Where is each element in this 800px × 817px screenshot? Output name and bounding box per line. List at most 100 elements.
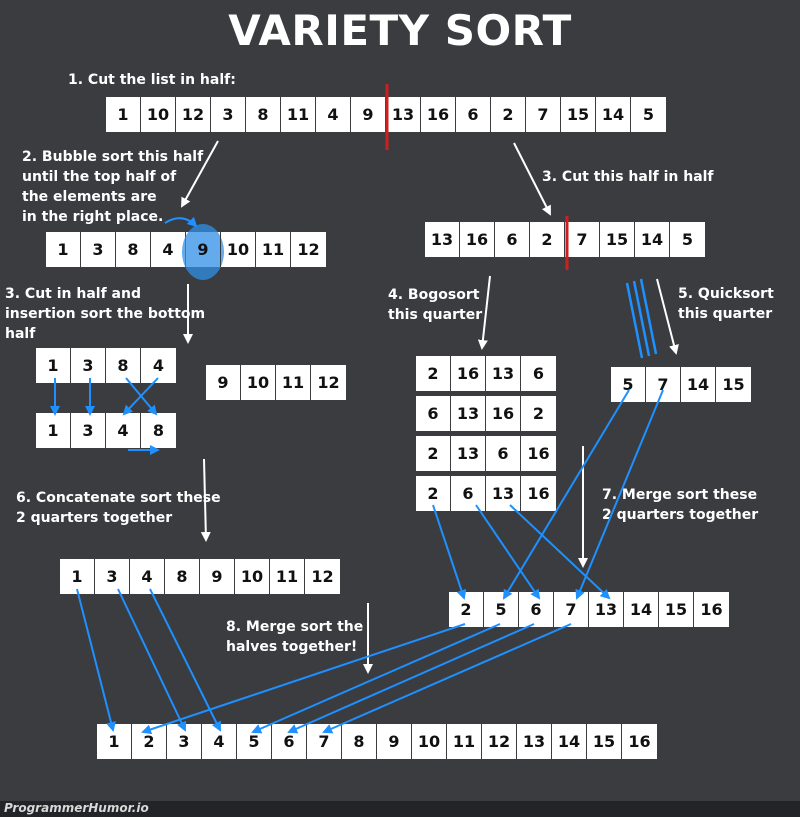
list-cell: 6: [486, 436, 521, 471]
list-cell: 4: [316, 97, 351, 132]
list-cell: 3: [71, 348, 106, 383]
list-cell: 11: [447, 724, 482, 759]
list-cell: 3: [71, 413, 106, 448]
step-7-line: 2 quarters together: [602, 507, 759, 523]
step-6-line: 2 quarters together: [16, 510, 173, 526]
list-cell: 8: [165, 559, 200, 594]
list-cell: 12: [297, 240, 320, 259]
step-2-line: the elements are: [22, 189, 157, 205]
list-cell: 13: [486, 476, 521, 511]
list-cell: 15: [587, 724, 622, 759]
list-cell: 14: [681, 367, 716, 402]
list-cell: 2: [132, 724, 167, 759]
list-cell: 11: [270, 559, 305, 594]
list-cell: 13: [517, 724, 552, 759]
step-2-line: in the right place.: [22, 209, 164, 225]
list-cell: 6: [272, 724, 307, 759]
merge7-arrow-6: [475, 504, 541, 600]
step-6-line: 6. Concatenate sort these: [16, 490, 221, 506]
list-cell: 16: [700, 600, 723, 619]
list-cell: 4: [130, 559, 165, 594]
step-2-line: 2. Bubble sort this half: [22, 149, 204, 165]
list-cell: 15: [600, 222, 635, 257]
list-cell: 13: [486, 356, 521, 391]
step-8-note: 8. Merge sort the halves together!: [226, 617, 363, 657]
list-cell: 12: [317, 373, 340, 392]
list-cell: 5: [642, 105, 655, 124]
list-cell: 13: [425, 222, 460, 257]
list-cell: 3: [167, 724, 202, 759]
list-cell: 8: [106, 348, 141, 383]
list-cell: 9: [377, 724, 412, 759]
list-cell: 10: [221, 232, 256, 267]
list-cell: 9: [351, 97, 386, 132]
list-cell: 16: [451, 356, 486, 391]
list-cell: 13: [451, 396, 486, 431]
list-cell: 8: [342, 724, 377, 759]
merge8-arrow-4: [149, 588, 221, 732]
list-cell: 14: [635, 222, 670, 257]
list-cell: 4: [152, 356, 165, 375]
list-cell: 11: [256, 232, 291, 267]
list-cell: 6: [451, 476, 486, 511]
list-cell: 5: [237, 724, 272, 759]
merge7-arrow-2: [432, 504, 467, 600]
step-7-line: 7. Merge sort these: [602, 487, 758, 503]
list-cell: 16: [527, 444, 550, 463]
list-cell: 13: [451, 436, 486, 471]
list-cell: 14: [624, 592, 659, 627]
step-5-line: this quarter: [678, 306, 773, 322]
list-cell: 8: [116, 232, 151, 267]
step-6-note: 6. Concatenate sort these 2 quarters tog…: [16, 488, 221, 528]
list-cell: 16: [460, 222, 495, 257]
arrow-step-5: [656, 278, 679, 355]
list-cell: 15: [659, 592, 694, 627]
list-cell: 6: [456, 97, 491, 132]
list-cell: 1: [36, 348, 71, 383]
list-cell: 14: [552, 724, 587, 759]
step-3b-note: 3. Cut this half in half: [542, 169, 714, 185]
list-cell: 4: [202, 724, 237, 759]
step-3a-note: 3. Cut in half and insertion sort the bo…: [5, 284, 205, 344]
list-cell: 2: [416, 436, 451, 471]
list-cell: 5: [681, 230, 694, 249]
step-4-note: 4. Bogosort this quarter: [388, 285, 482, 325]
list-cell: 11: [276, 365, 311, 400]
list-cell: 2: [449, 592, 484, 627]
list-cell: 2: [532, 404, 545, 423]
list-cell: 9: [186, 232, 221, 267]
merge8-arrow-3: [117, 588, 187, 732]
step-8-line: halves together!: [226, 639, 358, 655]
list-cell: 5: [484, 592, 519, 627]
step-3a-line: 3. Cut in half and: [5, 286, 141, 302]
step-5-line: 5. Quicksort: [678, 286, 774, 302]
list-cell: 12: [482, 724, 517, 759]
list-cell: 1: [106, 97, 141, 132]
list-cell: 9: [206, 365, 241, 400]
list-cell: 6: [532, 364, 545, 383]
list-cell: 16: [421, 97, 456, 132]
list-cell: 4: [106, 413, 141, 448]
list-cell: 10: [241, 365, 276, 400]
list-cell: 2: [416, 356, 451, 391]
insertion-arrow-8: [125, 377, 158, 416]
list-cell: 16: [527, 484, 550, 503]
list-cell: 7: [307, 724, 342, 759]
list-cell: 1: [60, 559, 95, 594]
list-cell: 16: [628, 732, 651, 751]
list-cell: 15: [561, 97, 596, 132]
step-3a-line: half: [5, 326, 36, 342]
step-5-note: 5. Quicksort this quarter: [678, 284, 774, 324]
step-7-note: 7. Merge sort these 2 quarters together: [602, 485, 758, 525]
list-cell: 12: [176, 97, 211, 132]
